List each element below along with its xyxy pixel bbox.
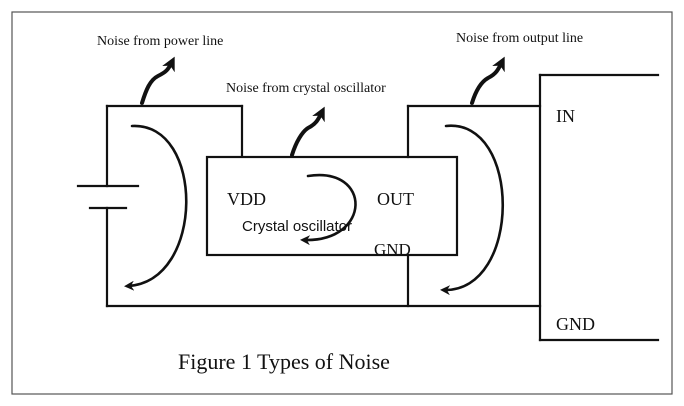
noise-power-label: Noise from power line <box>97 34 223 49</box>
output-loop <box>406 104 542 308</box>
vdd-pin-label: VDD <box>227 189 266 209</box>
battery-symbol <box>76 184 140 210</box>
out-pin-label: OUT <box>377 189 414 209</box>
oscillator-current-arrow <box>300 173 357 246</box>
load-in-label: IN <box>556 106 575 126</box>
load-box <box>538 73 660 342</box>
crystal-oscillator-label: Crystal oscillator <box>242 218 352 235</box>
power-loop-current-arrow <box>124 124 188 291</box>
figure-frame <box>11 11 673 395</box>
noise-output-label: Noise from output line <box>456 31 583 46</box>
gnd-pin-label: GND <box>374 240 411 259</box>
load-gnd-label: GND <box>556 314 595 334</box>
figure-caption: Figure 1 Types of Noise <box>178 349 390 374</box>
power-supply-loop <box>105 104 542 308</box>
crystal-oscillator-box <box>205 155 459 257</box>
crystal-noise-arrow <box>290 106 325 157</box>
noise-crystal-label: Noise from crystal oscillator <box>226 81 386 96</box>
output-loop-current-arrow <box>440 124 504 296</box>
power-line-noise-arrow <box>140 56 175 105</box>
output-line-noise-arrow <box>470 56 505 105</box>
